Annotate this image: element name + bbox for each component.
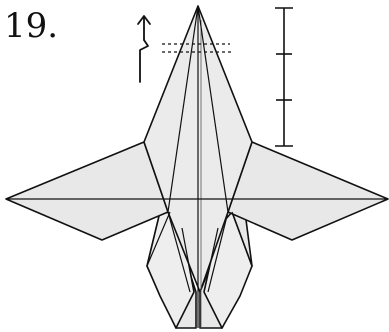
right-lower-fold (207, 211, 229, 293)
left-lower-fold (167, 211, 191, 293)
left-wing (5, 141, 169, 241)
left-leg-edge (146, 211, 171, 267)
right-inner-fold (197, 5, 229, 213)
step-number: 19. (4, 6, 59, 46)
right-leg-edge (231, 211, 253, 267)
measure-ruler (275, 7, 293, 147)
right-leg-inner (203, 227, 219, 293)
crease-lines (6, 5, 388, 328)
right-wing (227, 141, 389, 241)
left-inner-fold (167, 5, 199, 213)
dotted-fold-line (162, 43, 234, 53)
fold-arrow-icon (137, 15, 151, 83)
left-leg-inner (181, 227, 195, 293)
